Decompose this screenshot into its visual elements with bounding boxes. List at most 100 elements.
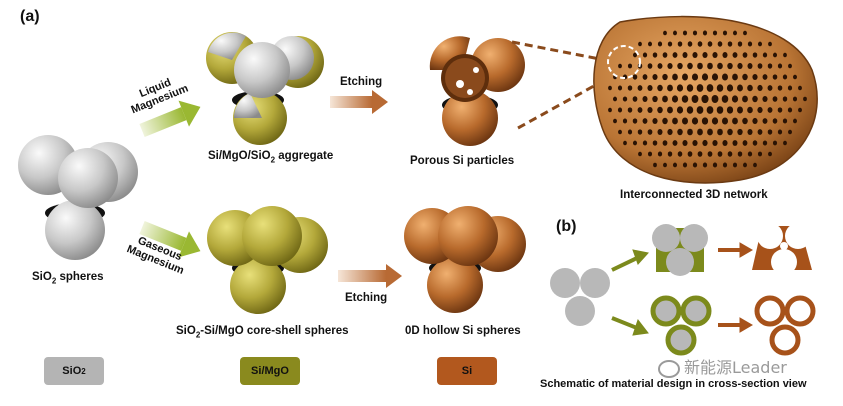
aggregate-cluster: [206, 32, 324, 145]
network-sphere: [593, 15, 818, 184]
network-pore: [682, 117, 688, 125]
network-pore: [772, 96, 778, 102]
network-pore: [622, 96, 628, 102]
network-pore: [647, 151, 653, 157]
network-pore: [742, 52, 748, 58]
network-pore: [747, 129, 753, 135]
network-pore: [627, 63, 633, 69]
network-pore: [691, 73, 699, 81]
network-pore: [737, 62, 743, 70]
network-pore: [652, 73, 658, 81]
network-pore: [682, 140, 688, 146]
network-pore: [727, 41, 733, 47]
etching-label-top: Etching: [340, 76, 383, 88]
network-pore: [682, 162, 688, 168]
network-pore: [677, 151, 683, 157]
network-pore: [732, 73, 738, 81]
network-pore: [701, 94, 709, 104]
network-pore: [721, 117, 729, 125]
aggregate-sub: 2: [270, 155, 276, 165]
network-pore: [722, 73, 728, 81]
sio2-spheres-post: spheres: [56, 271, 104, 283]
network-pore: [627, 107, 633, 113]
network-pore: [632, 96, 638, 102]
network-pore: [632, 52, 638, 58]
network-pore: [737, 84, 743, 92]
network-pore: [757, 84, 763, 92]
network-pore: [682, 52, 688, 58]
network-pore: [777, 129, 783, 135]
network-pore: [742, 117, 748, 125]
network-pore: [782, 74, 788, 80]
network-pore: [757, 129, 763, 135]
network-pore: [742, 95, 748, 103]
network-pore: [667, 84, 673, 92]
network-pore: [783, 140, 787, 146]
network-pore: [671, 95, 679, 103]
network-pore: [642, 96, 648, 102]
network-pore: [637, 107, 643, 113]
panel-a-label: (a): [20, 8, 40, 25]
network-pore: [653, 162, 657, 168]
network-pore: [672, 162, 678, 168]
network-pore: [711, 117, 719, 125]
network-pore: [747, 84, 753, 92]
legend-simgo: Si/MgO: [240, 357, 300, 385]
network-pore: [622, 118, 628, 124]
network-pore: [727, 151, 733, 157]
network-pore: [662, 73, 668, 81]
network-pore: [737, 151, 743, 157]
network-pore: [772, 118, 778, 124]
network-pore: [687, 128, 693, 136]
porous-label: Porous Si particles: [410, 155, 515, 167]
network-pore: [667, 128, 673, 136]
network-pore: [657, 41, 663, 47]
legend-si-text: Si: [461, 365, 473, 377]
network-pore: [647, 84, 653, 92]
network-pore: [652, 140, 658, 146]
legend-si: Si: [437, 357, 497, 385]
network-pore: [667, 106, 673, 114]
network-pore: [681, 95, 689, 103]
aggregate-pre: Si/MgO/SiO: [208, 150, 271, 162]
porous-si-cluster: [429, 36, 525, 146]
network-pore: [743, 162, 747, 168]
network-pore: [692, 52, 698, 58]
network-pore: [732, 117, 738, 125]
network-pore: [706, 84, 714, 92]
network-pore: [798, 85, 802, 91]
etching-arrow-bottom: [338, 264, 402, 288]
network-pore: [657, 84, 663, 92]
aggregate-post: aggregate: [275, 150, 334, 162]
network-pore: [657, 63, 663, 69]
network-pore: [752, 140, 758, 146]
network-pore: [687, 62, 693, 70]
network-pore: [768, 151, 772, 157]
network-pore: [726, 84, 734, 92]
network-pore: [667, 62, 673, 70]
network-pore: [692, 30, 698, 36]
legend-simgo-text: Si/MgO: [251, 365, 289, 377]
network-pore: [767, 63, 773, 69]
network-pore: [663, 162, 667, 168]
network-pore: [737, 128, 743, 136]
network-pore: [663, 30, 667, 36]
network-pore: [706, 106, 714, 114]
schematic-b: [550, 223, 816, 356]
network-pore: [726, 106, 734, 114]
network-pore: [702, 30, 708, 36]
network-pore: [662, 140, 668, 146]
network-pore: [638, 151, 642, 157]
network-pore: [652, 117, 658, 125]
network-pore: [657, 151, 663, 157]
network-pore: [672, 52, 678, 58]
network-pore: [711, 94, 719, 104]
network-pore: [731, 95, 739, 103]
network-pore: [702, 162, 708, 168]
network-pore: [767, 107, 773, 113]
network-pore: [627, 85, 633, 91]
network-pore: [697, 62, 703, 70]
network-pore: [617, 107, 623, 113]
network-pore: [727, 128, 733, 136]
